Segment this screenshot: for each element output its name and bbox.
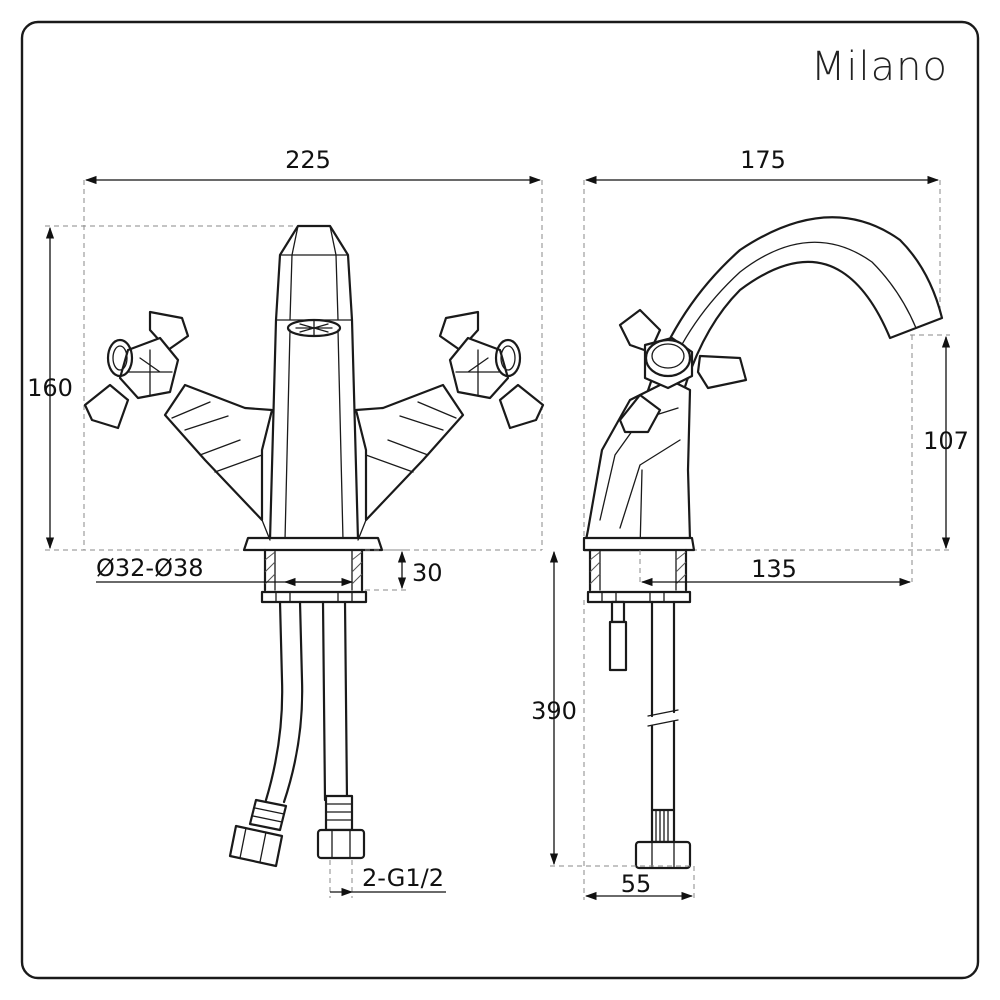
hose-length-label: 390: [531, 697, 577, 725]
brand-name: Milano: [811, 44, 948, 90]
side-width-label: 175: [740, 146, 786, 174]
base-width-label: 55: [621, 870, 652, 898]
front-width-label: 225: [285, 146, 331, 174]
countertop-section-side: [588, 548, 688, 592]
spout-height-label: 107: [923, 427, 969, 455]
drawing-frame: [20, 20, 980, 980]
countertop-section-front: [263, 548, 364, 592]
front-height-label: 160: [27, 374, 73, 402]
side-view: 175 107 135: [531, 146, 969, 901]
front-view: 225 160: [27, 146, 545, 898]
hole-diameter-label: Ø32-Ø38: [96, 554, 204, 582]
thread-label: 2-G1/2: [362, 864, 444, 892]
spout-reach-label: 135: [751, 555, 797, 583]
countertop-label: 30: [412, 559, 443, 587]
